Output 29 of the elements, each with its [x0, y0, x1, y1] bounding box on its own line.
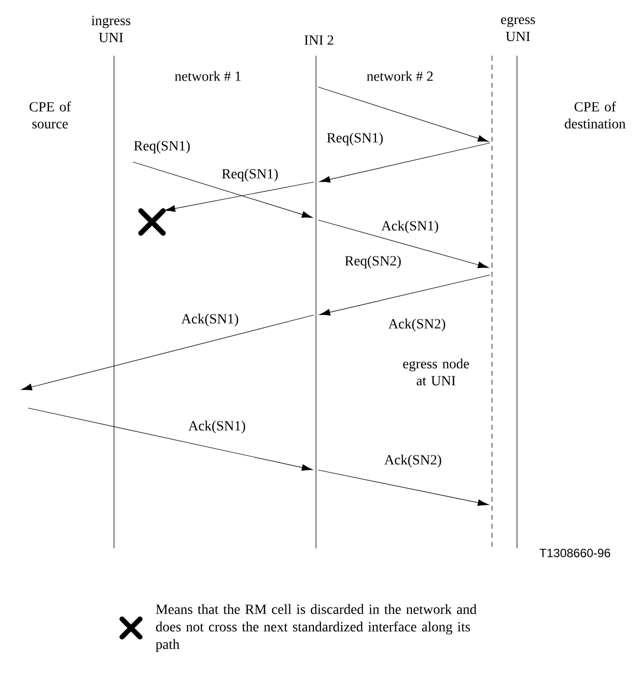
arrow: [319, 142, 490, 183]
lifeline-label: ingress UNI: [91, 16, 130, 42]
edge-label: Req(SN1): [326, 132, 384, 146]
arrow: [164, 182, 314, 212]
edge-label: Req(SN1): [132, 140, 192, 154]
endpoint-label: CPE of source: [30, 102, 71, 128]
arrow: [28, 408, 313, 471]
lifeline-label: egress UNI: [501, 16, 535, 42]
arrow: [319, 274, 490, 316]
network-label: network # 2: [366, 71, 433, 81]
arrow: [318, 86, 489, 142]
edge-label: Req(SN2): [344, 254, 402, 270]
network-label: network # 1: [174, 71, 241, 81]
edge-label: Ack(SN2): [383, 454, 443, 468]
arrow: [318, 220, 489, 268]
figure-code: T1308660-96: [540, 548, 610, 558]
message-label: Ack(SN2): [388, 318, 446, 332]
arrow: [132, 162, 313, 218]
discard-cross: [138, 208, 166, 236]
edge-label: Ack(SN1): [180, 312, 240, 328]
edge-label: Req(SN1): [220, 168, 280, 182]
arrow: [318, 470, 489, 506]
arrow: [21, 314, 314, 390]
node-label: egress node at UNI: [403, 358, 469, 386]
edge-label: Ack(SN1): [187, 420, 247, 434]
legend-text: Means that the RM cell is discarded in the network and does not cross the next standardized interface along its path: [156, 604, 477, 652]
lifeline: [516, 56, 518, 548]
endpoint-label: CPE of destination: [564, 102, 626, 128]
edge-label: Ack(SN1): [380, 220, 440, 234]
